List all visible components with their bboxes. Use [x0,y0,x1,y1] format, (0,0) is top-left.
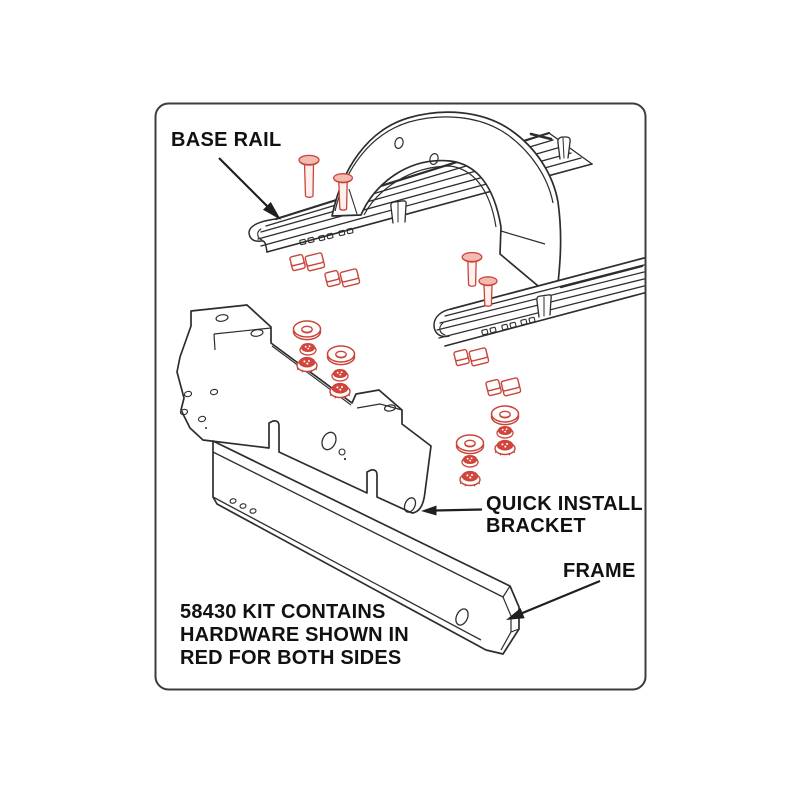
frame-hole [455,608,469,626]
base-rail-rear-drawing [248,131,593,253]
flange-nut [461,454,479,468]
arch-hole [429,152,439,166]
flange-nut [496,425,514,439]
wheel-arch-drawing [331,111,562,302]
carriage-bolt [332,173,354,211]
flat-washer [490,405,520,426]
arch-hole [394,136,404,150]
quick-install-bracket-label-line1: QUICK INSTALL [486,493,643,515]
flange-nut [331,368,349,382]
carriage-bolt [461,251,483,287]
flat-washer [326,345,356,366]
frame-drawing [212,440,520,655]
quick-install-bracket-arrow [421,505,483,516]
kit-note: 58430 KIT CONTAINS HARDWARE SHOWN IN RED… [180,601,409,670]
flange-nut [329,382,351,400]
callout-arrows [218,157,601,620]
base-rail-label: BASE RAIL [171,129,282,151]
quick-install-bracket-label: QUICK INSTALL BRACKET [486,493,643,537]
frame-label: FRAME [563,560,636,582]
kit-note-line2: HARDWARE SHOWN IN [180,624,409,646]
quick-install-bracket-label-line2: BRACKET [486,515,586,537]
kit-note-line3: RED FOR BOTH SIDES [180,647,402,669]
flat-washer [292,320,322,341]
carriage-bolt [298,154,320,198]
kit-note-line1: 58430 KIT CONTAINS [180,601,386,623]
flange-nut [299,342,317,356]
base-rail-front-drawing [433,257,645,348]
bracket-hole [321,431,337,451]
flange-nut [494,439,516,457]
bracket-mount-hole [403,497,417,513]
flange-nut [296,356,318,374]
flange-nut [459,470,481,488]
base-rail-arrow [218,157,281,220]
kit-hardware-red [288,154,522,488]
flat-washer [455,434,485,455]
carriage-bolt [478,276,498,307]
frame-arrow [506,579,601,620]
